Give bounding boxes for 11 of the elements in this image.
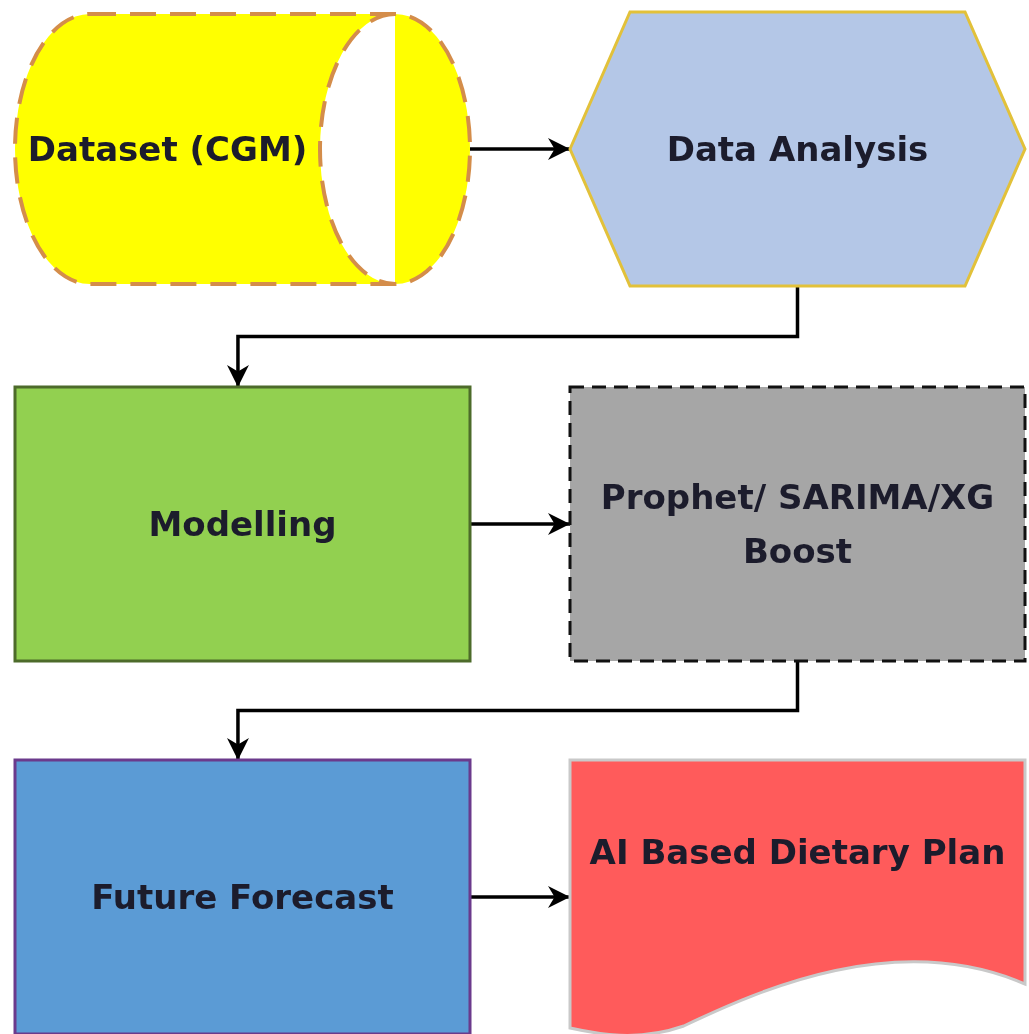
arrow — [470, 886, 570, 908]
node-label: Data Analysis — [666, 127, 929, 171]
node-label: Future Forecast — [91, 875, 394, 919]
node-label: Prophet/ SARIMA/XG Boost — [599, 475, 996, 573]
arrow — [226, 661, 800, 760]
arrow — [226, 286, 800, 387]
node-label: AI Based Dietary Plan — [589, 830, 1006, 874]
arrow — [470, 513, 570, 535]
node-label: Dataset (CGM) — [27, 127, 308, 171]
arrow — [470, 138, 570, 160]
node-label: Modelling — [148, 502, 337, 546]
